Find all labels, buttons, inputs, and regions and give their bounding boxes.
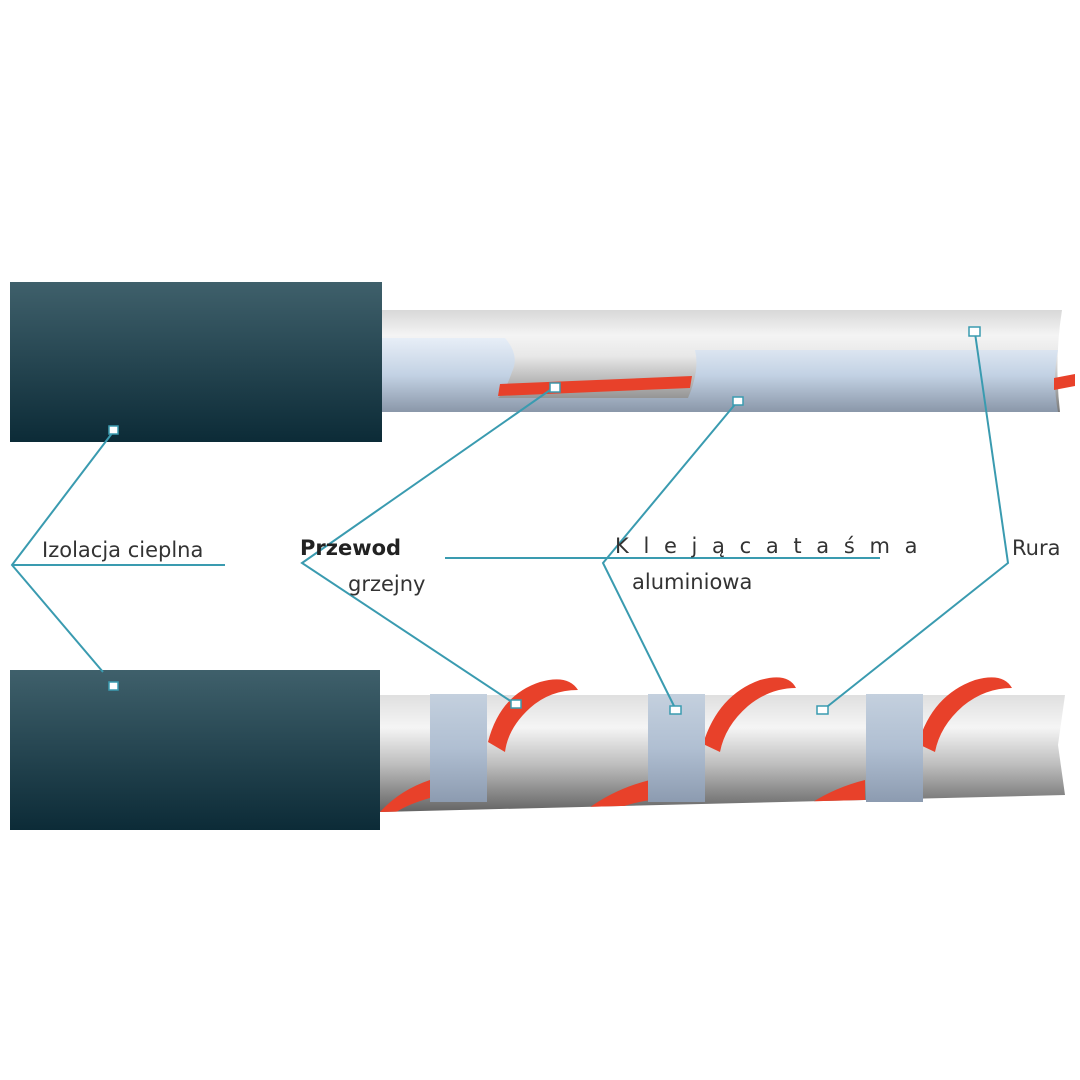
spiral-cable-loop-3 — [918, 677, 1012, 752]
spiral-cable-loop-1 — [488, 679, 578, 752]
label-heating-cable-line2: grzejny — [348, 572, 426, 596]
anchor-marker-cable-bottom — [510, 699, 522, 709]
leader-pipe — [822, 332, 1010, 711]
label-heating-cable-line1: Przewod — [300, 536, 402, 560]
top-heating-cable-end — [1054, 374, 1075, 390]
bottom-insulation — [10, 670, 380, 830]
anchor-marker-cable-top — [549, 382, 561, 393]
bottom-assembly — [10, 670, 1065, 830]
label-pipe: Rura — [1012, 536, 1061, 560]
anchor-marker-pipe-top — [968, 326, 981, 337]
anchor-marker-insulation-top — [108, 425, 119, 435]
leader-heating-cable — [300, 387, 554, 705]
tape-band-1 — [430, 694, 487, 802]
label-tape-line2: aluminiowa — [632, 570, 753, 594]
spiral-cable-segment-1 — [380, 780, 430, 812]
tape-band-3 — [866, 694, 923, 802]
anchor-marker-tape-bottom — [669, 705, 682, 715]
anchor-marker-insulation-bottom — [108, 681, 119, 691]
top-insulation — [10, 282, 382, 442]
anchor-marker-pipe-bottom — [816, 705, 829, 715]
label-tape-line1: K l e j ą c a t a ś m a — [615, 534, 922, 558]
top-assembly — [10, 282, 1075, 442]
spiral-cable-segment-2 — [580, 780, 650, 812]
anchor-markers — [108, 326, 981, 715]
leader-tape — [601, 401, 738, 711]
top-aluminium-tape — [382, 338, 1058, 412]
leader-lines — [10, 332, 1010, 711]
spiral-cable-loop-2 — [703, 677, 796, 752]
anchor-marker-tape-top — [732, 396, 744, 406]
label-insulation: Izolacja cieplna — [42, 538, 204, 562]
top-heating-cable-exposed — [498, 376, 692, 396]
